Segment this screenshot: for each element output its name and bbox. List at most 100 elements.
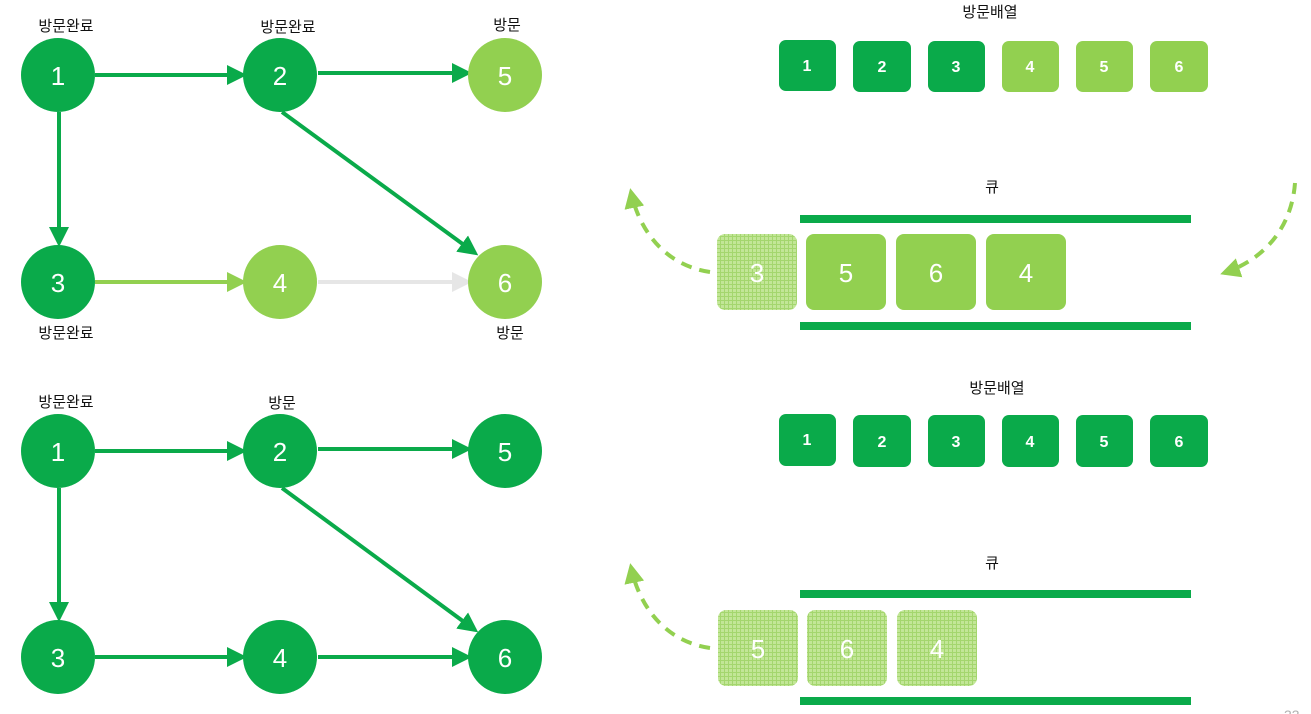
visit-cell: 2 [853,415,911,467]
bottom-visit-array: 방문배열 1 2 3 4 5 6 [779,379,1208,467]
node-circle [243,245,317,319]
visit-cell: 5 [1076,415,1133,467]
queue-item: 6 [896,234,976,310]
visit-cell-box [1076,41,1133,92]
graph-node: 5 [468,414,542,488]
node-circle [243,38,317,112]
graph-node: 4 [243,245,317,319]
node-circle [243,414,317,488]
queue-item-box [986,234,1066,310]
node-label: 6 [498,268,512,298]
visit-cell-label: 6 [1175,59,1184,76]
queue-item-box [897,610,977,686]
edge-2-6 [280,486,479,633]
graph-node: 2 방문완료 [243,18,317,112]
node-caption: 방문 [268,394,296,412]
queue-item-box [717,234,797,310]
node-circle [21,38,95,112]
visit-cell-box [1076,415,1133,467]
graph-node: 6 방문 [468,245,542,342]
graph-node: 3 방문완료 [21,245,95,342]
visit-cell: 6 [1150,41,1208,92]
queue-title: 큐 [985,554,999,572]
graph-node: 2 방문 [243,394,317,488]
graph-node: 4 [243,620,317,694]
node-circle [21,414,95,488]
node-caption: 방문완료 [260,18,315,36]
node-circle [21,620,95,694]
visit-cell-label: 1 [803,58,812,75]
visit-cell-box [1002,41,1059,92]
visit-cell-label: 2 [878,59,887,76]
visit-cell: 3 [928,415,985,467]
node-label: 5 [498,437,512,467]
visit-cell-box [779,40,836,91]
visit-cell: 3 [928,41,985,92]
visit-cell-label: 5 [1100,434,1109,451]
visit-cell-label: 3 [952,434,961,451]
visit-array-title: 방문배열 [969,379,1024,397]
node-label: 5 [498,61,512,91]
queue-item-label: 5 [839,258,853,288]
node-label: 2 [273,61,287,91]
top-visit-array: 방문배열 1 2 3 4 5 6 [779,3,1208,92]
node-caption: 방문완료 [38,393,93,411]
top-queue: 큐 3 5 6 4 [624,178,1297,330]
enqueue-arrow-icon [1220,182,1297,278]
visit-cell: 1 [779,414,836,466]
visit-cell-label: 2 [878,434,887,451]
visit-cell: 4 [1002,41,1059,92]
queue-item-label: 6 [929,258,943,288]
node-label: 1 [51,61,65,91]
node-label: 4 [273,268,287,298]
visit-cell-label: 1 [803,432,812,449]
bottom-graph: 1 방문완료 2 방문 5 3 4 6 [21,393,542,694]
queue-item: 5 [718,610,798,686]
queue-rail-bottom [800,322,1191,330]
queue-item-label: 5 [751,634,765,664]
visit-cell-box [1002,415,1059,467]
node-caption: 방문완료 [38,324,93,342]
queue-item-label: 4 [930,634,944,664]
queue-item: 5 [806,234,886,310]
queue-item-box [718,610,798,686]
node-label: 4 [273,643,287,673]
top-graph: 1 방문완료 2 방문완료 5 방문 3 방문완료 4 6 방문 [21,16,542,342]
queue-item: 4 [986,234,1066,310]
dequeue-arrow-icon [624,188,711,274]
node-label: 6 [498,643,512,673]
graph-node: 6 [468,620,542,694]
queue-item-label: 6 [840,634,854,664]
queue-item-box [806,234,886,310]
node-label: 2 [273,437,287,467]
edge-2-6 [280,110,479,256]
queue-rail-top [800,590,1191,598]
queue-rail-top [800,215,1191,223]
visit-cell-label: 6 [1175,434,1184,451]
visit-cell-box [853,415,911,467]
visit-cell-label: 5 [1100,59,1109,76]
queue-item: 4 [897,610,977,686]
node-circle [21,245,95,319]
queue-item-box [807,610,887,686]
queue-title: 큐 [985,178,999,196]
visit-cell-box [928,415,985,467]
visit-cell-box [779,414,836,466]
visit-cell-box [1150,41,1208,92]
visit-cell: 2 [853,41,911,92]
visit-cell: 6 [1150,415,1208,467]
queue-item-box [896,234,976,310]
node-label: 3 [51,268,65,298]
visit-cell-box [853,41,911,92]
graph-node: 1 방문완료 [21,17,95,112]
graph-node: 1 방문완료 [21,393,95,488]
queue-item-label: 3 [750,258,764,288]
visit-cell: 1 [779,40,836,91]
page-number: 33 [1284,707,1300,714]
node-label: 1 [51,437,65,467]
node-caption: 방문 [493,16,521,34]
node-circle [468,414,542,488]
graph-node: 3 [21,620,95,694]
node-caption: 방문완료 [38,17,93,35]
